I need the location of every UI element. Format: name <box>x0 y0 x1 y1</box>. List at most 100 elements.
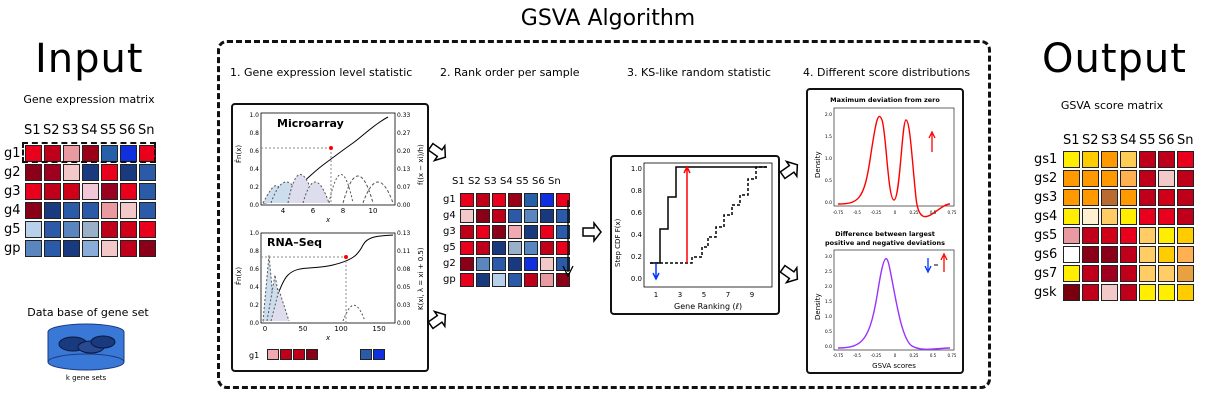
output-heatmap-cell <box>1158 246 1175 263</box>
top-y2tick: 0.27 <box>397 130 411 137</box>
diff-title-2: positive and negative deviations <box>825 239 945 247</box>
top-dist-ytick: 1.5 <box>825 134 832 140</box>
top-ylabel: F̂n(x) <box>235 145 243 163</box>
input-matrix-label: Gene expression matrix <box>23 93 155 106</box>
top-dist-xtick: -0.75 <box>833 210 844 215</box>
input-heatmap-cell <box>101 183 118 200</box>
rank-heatmap-cell <box>524 193 538 207</box>
input-row-label: g4 <box>4 203 21 218</box>
rank-heatmap-cell <box>508 273 522 287</box>
rank-heatmap-cell <box>556 241 570 255</box>
rank-column-label: S1 <box>452 176 465 187</box>
output-column-label: S2 <box>1082 133 1099 148</box>
rank-heatmap <box>460 193 570 287</box>
gsva-scores-label: GSVA scores <box>872 362 916 370</box>
gsva-algorithm-box <box>217 40 991 389</box>
input-row-label: g5 <box>4 222 21 237</box>
output-row-label: gs2 <box>1034 171 1058 186</box>
input-row-label: g3 <box>4 184 21 199</box>
input-column-label: S3 <box>62 123 79 138</box>
g1-cell <box>280 349 292 360</box>
output-heatmap-cell <box>1063 246 1080 263</box>
bottom-xtick: 50 <box>299 325 308 333</box>
output-heatmap-cell <box>1120 265 1137 282</box>
output-heatmap-cell <box>1063 208 1080 225</box>
rank-row-label: g1 <box>443 194 456 205</box>
output-heatmap-cell <box>1177 246 1194 263</box>
top-y2tick: 0.00 <box>397 202 411 209</box>
top-xlabel: x <box>325 216 331 224</box>
input-heatmap-cell <box>82 202 99 219</box>
output-heatmap-cell <box>1101 265 1118 282</box>
rank-heatmap-cell <box>508 225 522 239</box>
output-heatmap-cell <box>1063 170 1080 187</box>
rank-heatmap-cell <box>524 209 538 223</box>
input-heatmap-cell <box>63 202 80 219</box>
input-heatmap <box>25 145 156 257</box>
ks-xtick: 3 <box>678 291 682 299</box>
ks-ytick: 0.0 <box>631 275 642 283</box>
top-xtick: 4 <box>281 207 286 215</box>
input-heatmap-cell <box>82 183 99 200</box>
top-ytick: 0.8 <box>249 130 259 137</box>
top-y2tick: 0.07 <box>397 184 411 191</box>
max-dev-title: Maximum deviation from zero <box>830 96 940 104</box>
top-dist-ytick: 0.0 <box>825 200 832 206</box>
output-heatmap-cell <box>1139 208 1156 225</box>
rank-heatmap-cell <box>476 241 490 255</box>
output-heatmap-cell <box>1177 189 1194 206</box>
rank-heatmap-cell <box>556 257 570 271</box>
output-heatmap-cell <box>1063 265 1080 282</box>
ks-xtick: 9 <box>750 291 754 299</box>
input-heatmap-cell <box>139 183 156 200</box>
output-heatmap-cell <box>1120 189 1137 206</box>
gene-set-db-label: Data base of gene set <box>27 306 149 319</box>
rank-heatmap-cell <box>540 193 554 207</box>
input-row-label: gp <box>4 241 21 256</box>
bottom-dist-ytick: 1.0 <box>825 314 832 320</box>
input-heatmap-cell <box>139 240 156 257</box>
top-dist-xtick: 0.75 <box>948 210 957 215</box>
top-dist-ytick: 0.5 <box>825 178 832 184</box>
output-row-label: gs4 <box>1034 209 1058 224</box>
output-heatmap-cell <box>1139 246 1156 263</box>
rank-order-arrow <box>562 200 574 278</box>
input-heatmap-cell <box>82 164 99 181</box>
input-heatmap-cell <box>101 240 118 257</box>
diff-title-1: Difference between largest <box>835 230 935 238</box>
input-heatmap-cell <box>101 221 118 238</box>
bottom-y2tick: 0.05 <box>397 284 411 291</box>
bottom-xlabel: x <box>325 334 331 342</box>
bottom-dist-xtick: -0.75 <box>833 353 844 358</box>
output-column-label: S6 <box>1158 133 1175 148</box>
input-heatmap-cell <box>25 240 42 257</box>
rank-column-label: S3 <box>484 176 497 187</box>
rank-heatmap-cell <box>540 273 554 287</box>
bottom-xtick: 150 <box>372 325 385 333</box>
output-column-label: S3 <box>1101 133 1118 148</box>
bottom-ytick: 0.6 <box>249 266 259 273</box>
rank-heatmap-cell <box>508 257 522 271</box>
rank-heatmap-cell <box>524 257 538 271</box>
input-row-label: g1 <box>4 146 21 161</box>
rank-heatmap-cell <box>492 225 506 239</box>
ks-ytick: 0.8 <box>631 187 642 195</box>
rank-heatmap-cell <box>508 193 522 207</box>
output-heatmap-cell <box>1101 284 1118 301</box>
input-heatmap-cell <box>63 221 80 238</box>
output-heatmap-cell <box>1158 189 1175 206</box>
bottom-density-label: Density <box>814 293 822 320</box>
input-heatmap-cell <box>120 183 137 200</box>
output-heatmap-cell <box>1177 227 1194 244</box>
ks-ytick: 1.0 <box>631 165 642 173</box>
rank-row-label: g4 <box>443 210 456 221</box>
input-heatmap-cell <box>44 164 61 181</box>
rank-heatmap-cell <box>476 273 490 287</box>
input-column-label: S2 <box>43 123 60 138</box>
g1-cell <box>267 349 279 360</box>
arrow-to-dist-top <box>779 160 799 180</box>
top-y2tick: 0.13 <box>397 166 411 173</box>
rank-heatmap-cell <box>476 257 490 271</box>
output-heatmap-cell <box>1101 227 1118 244</box>
rank-row-label: g5 <box>443 242 456 253</box>
